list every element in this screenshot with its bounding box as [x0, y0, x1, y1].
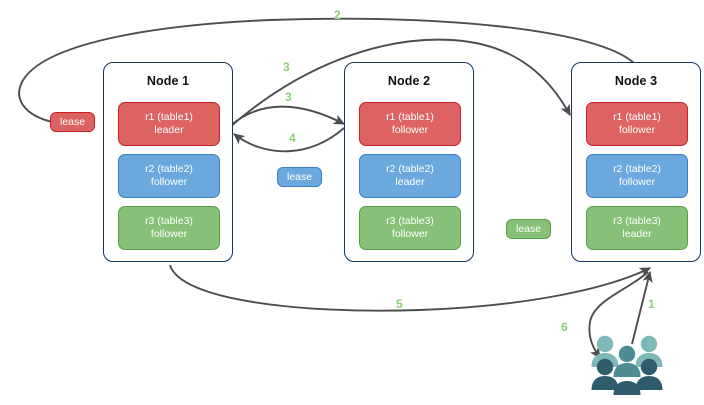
replica-node2-r2[interactable]: r2 (table2) leader: [359, 154, 461, 198]
replica-name: r3 (table3): [613, 215, 661, 227]
edge-5: [169, 264, 652, 312]
replica-node2-r3[interactable]: r3 (table3) follower: [359, 206, 461, 250]
replica-node1-r2[interactable]: r2 (table2) follower: [118, 154, 220, 198]
replica-node1-r3[interactable]: r3 (table3) follower: [118, 206, 220, 250]
lease-chip-table1[interactable]: lease: [50, 112, 96, 132]
node-title: Node 2: [387, 74, 431, 88]
lease-chip-table3[interactable]: lease: [506, 219, 552, 239]
replica-name: r2 (table2): [613, 163, 661, 175]
replica-node1-r1[interactable]: r1 (table1) leader: [118, 102, 220, 146]
replica-node2-r1[interactable]: r1 (table1) follower: [359, 102, 461, 146]
replica-name: r3 (table3): [145, 215, 193, 227]
step-label-3-lower: 3: [285, 90, 292, 104]
replica-name: r1 (table1): [386, 111, 434, 123]
replica-node3-r3[interactable]: r3 (table3) leader: [586, 206, 688, 250]
node-card-node2[interactable]: Node 2 r1 (table1) follower r2 (table2) …: [344, 62, 474, 262]
users-icon: [591, 335, 663, 395]
replica-role: follower: [618, 176, 656, 188]
step-label-4: 4: [289, 131, 296, 145]
node-card-node1[interactable]: Node 1 r1 (table1) leader r2 (table2) fo…: [103, 62, 233, 262]
node-title: Node 3: [614, 74, 658, 88]
edge-3-lower: [229, 105, 346, 127]
replica-name: r1 (table1): [613, 111, 661, 123]
users-actor[interactable]: [589, 334, 667, 401]
step-label-6: 6: [561, 320, 568, 334]
node-card-node3[interactable]: Node 3 r1 (table1) follower r2 (table2) …: [571, 62, 701, 262]
replica-role: leader: [154, 124, 184, 136]
replica-name: r1 (table1): [145, 111, 193, 123]
step-label-3-upper: 3: [283, 60, 290, 74]
replica-role: follower: [618, 124, 656, 136]
replica-node3-r1[interactable]: r1 (table1) follower: [586, 102, 688, 146]
replica-role: follower: [391, 124, 429, 136]
step-label-1: 1: [648, 297, 655, 311]
replica-name: r3 (table3): [386, 215, 434, 227]
replica-name: r2 (table2): [386, 163, 434, 175]
step-label-5: 5: [396, 297, 403, 311]
step-label-2: 2: [334, 8, 341, 22]
replica-role: follower: [150, 228, 188, 240]
node-title: Node 1: [146, 74, 190, 88]
replica-role: leader: [395, 176, 425, 188]
replica-node3-r2[interactable]: r2 (table2) follower: [586, 154, 688, 198]
replica-role: follower: [150, 176, 188, 188]
lease-chip-table2[interactable]: lease: [277, 167, 323, 187]
replica-role: leader: [622, 228, 652, 240]
replica-role: follower: [391, 228, 429, 240]
replica-name: r2 (table2): [145, 163, 193, 175]
